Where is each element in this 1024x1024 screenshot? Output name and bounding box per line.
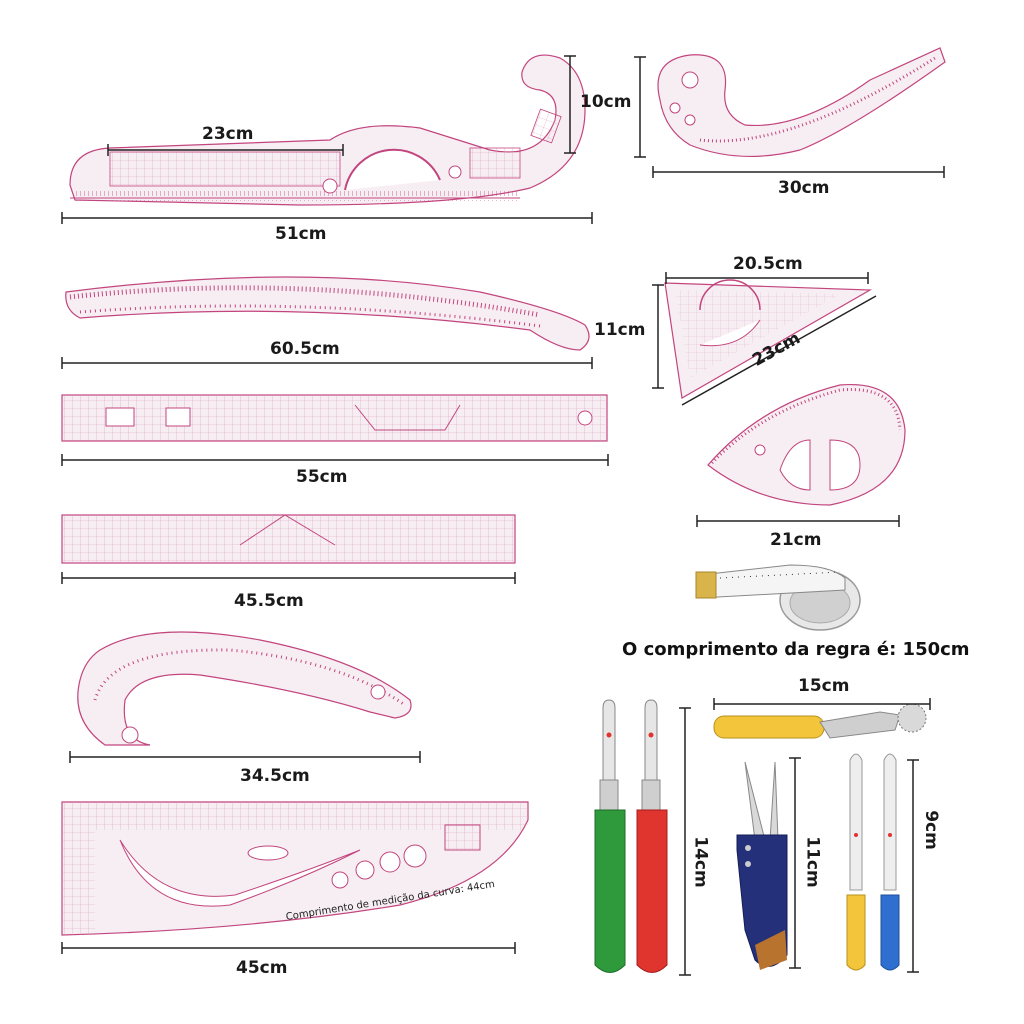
- seam-ripper-green: [594, 699, 626, 973]
- label-45-5cm: 45.5cm: [234, 591, 304, 611]
- seam-ripper-red: [636, 699, 668, 973]
- label-20-5cm: 20.5cm: [733, 254, 803, 274]
- straight-ruler-55cm: [61, 394, 608, 442]
- pattern-ruler-45cm: [61, 801, 529, 936]
- label-51cm: 51cm: [275, 224, 327, 244]
- label-10cm: 10cm: [580, 92, 632, 112]
- label-60-5cm: 60.5cm: [270, 339, 340, 359]
- triangle-ruler: [664, 279, 873, 399]
- tape-measure: [695, 564, 861, 631]
- french-curve-ruler-51cm: [69, 54, 586, 206]
- label-34-5cm: 34.5cm: [240, 766, 310, 786]
- straight-ruler-45-5cm: [61, 514, 516, 564]
- label-9cm: 9cm: [920, 810, 941, 850]
- french-curve-30cm: [657, 47, 946, 158]
- label-11cm-snips: 11cm: [802, 836, 823, 888]
- label-55cm: 55cm: [296, 467, 348, 487]
- label-21cm: 21cm: [770, 530, 822, 550]
- teardrop-ruler: [707, 383, 906, 506]
- tracing-wheel: [713, 703, 927, 739]
- tape-length-caption: O comprimento da regra é: 150cm: [622, 639, 970, 660]
- thread-snips: [736, 761, 788, 970]
- hip-curve-ruler-60-5cm: [65, 276, 590, 351]
- label-11cm-triangle: 11cm: [594, 320, 646, 340]
- seam-ripper-yellow: [846, 753, 866, 971]
- label-23cm: 23cm: [202, 124, 254, 144]
- label-14cm: 14cm: [690, 836, 711, 888]
- label-45cm: 45cm: [236, 958, 288, 978]
- label-30cm: 30cm: [778, 178, 830, 198]
- curve-ruler-34-5cm: [77, 631, 412, 746]
- seam-ripper-blue: [880, 753, 900, 971]
- label-15cm: 15cm: [798, 676, 850, 696]
